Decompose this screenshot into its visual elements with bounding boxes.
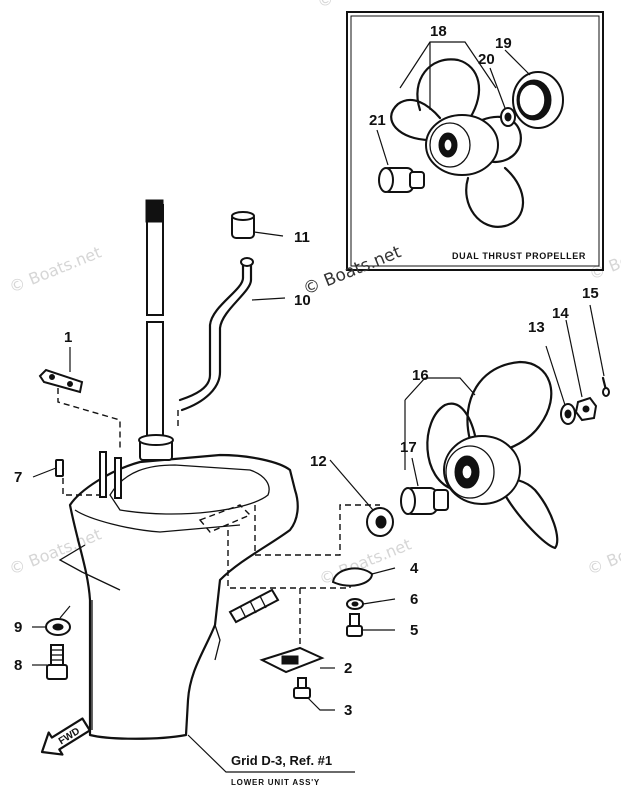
part-7-dowel-pin bbox=[55, 459, 64, 477]
dual-thrust-propeller-inset: 18 19 20 21 © Boats.net DUAL THRUST PROP… bbox=[300, 11, 604, 300]
callout-20: 20 bbox=[478, 51, 495, 68]
watermark: © Boats.net bbox=[584, 525, 621, 579]
part-8-bolt bbox=[46, 644, 68, 680]
callout-2: 2 bbox=[344, 660, 352, 677]
callout-8: 8 bbox=[14, 657, 22, 674]
part-12-thrust-washer bbox=[366, 507, 394, 537]
callout-7: 7 bbox=[14, 469, 22, 486]
part-15-cotter-pin bbox=[601, 376, 610, 397]
grid-reference-text: Grid D-3, Ref. #1 bbox=[231, 753, 332, 768]
part-14-nut bbox=[574, 396, 598, 422]
inset-frame bbox=[346, 11, 604, 271]
gearcase-deck-edge bbox=[74, 509, 241, 533]
watermark: © Boats.net bbox=[6, 243, 104, 297]
shift-rod-2 bbox=[114, 457, 122, 499]
propeller-shaft bbox=[228, 588, 280, 624]
gearcase-housing bbox=[68, 453, 299, 740]
callout-5: 5 bbox=[410, 622, 418, 639]
callout-18: 18 bbox=[430, 23, 447, 40]
inset-propeller-blade-left bbox=[390, 98, 442, 142]
part-11-grommet bbox=[231, 211, 255, 239]
watermark: © Boats.net bbox=[314, 0, 412, 12]
callout-16: 16 bbox=[412, 367, 429, 384]
part-6-washer bbox=[346, 598, 364, 610]
part-17-spacer bbox=[400, 487, 449, 515]
callout-13: 13 bbox=[528, 319, 545, 336]
gearcase-lip bbox=[109, 464, 270, 515]
inset-propeller-blade-bottom bbox=[465, 166, 525, 228]
inset-leaders bbox=[376, 41, 531, 166]
callout-3: 3 bbox=[344, 702, 352, 719]
inset-frame-inner bbox=[350, 15, 600, 267]
callout-12: 12 bbox=[310, 453, 327, 470]
callout-4: 4 bbox=[410, 560, 419, 577]
part-16-propeller bbox=[426, 360, 559, 550]
callout-1: 1 bbox=[64, 329, 72, 346]
inset-caption: DUAL THRUST PROPELLER bbox=[452, 251, 586, 261]
grid-reference: Grid D-3, Ref. #1 LOWER UNIT ASS'Y bbox=[187, 734, 355, 787]
inset-propeller-hub-inner bbox=[429, 122, 471, 168]
callout-10: 10 bbox=[294, 292, 311, 309]
water-tube bbox=[178, 260, 245, 402]
part-3-bolt bbox=[293, 677, 311, 699]
callout-14: 14 bbox=[552, 305, 569, 322]
forward-arrow: FWD bbox=[40, 717, 91, 756]
part-13-washer bbox=[560, 403, 576, 425]
anti-cavitation-plate bbox=[58, 544, 121, 591]
part-1-plate bbox=[38, 368, 84, 394]
inset-propeller-bore-center bbox=[443, 138, 453, 152]
inset-part-19-ring bbox=[512, 71, 564, 129]
inset-propeller-blade-top bbox=[416, 58, 480, 120]
drive-shaft-collar bbox=[138, 434, 174, 461]
gearcase-nose bbox=[214, 624, 221, 661]
callout-21: 21 bbox=[369, 112, 386, 129]
hidden-lines bbox=[57, 388, 380, 645]
callout-6: 6 bbox=[410, 591, 418, 608]
part-5-bolt bbox=[346, 613, 363, 637]
water-tube-top bbox=[240, 257, 254, 267]
callout-9: 9 bbox=[14, 619, 22, 636]
drive-shaft bbox=[145, 199, 164, 441]
callout-11: 11 bbox=[294, 229, 310, 246]
lower-unit-assembly: 1 2 3 4 5 6 7 8 9 10 11 12 13 14 15 16 1… bbox=[14, 199, 610, 740]
inset-part-21-spacer bbox=[378, 167, 425, 193]
assembly-label: LOWER UNIT ASS'Y bbox=[231, 778, 320, 787]
inset-part-20-washer bbox=[500, 107, 516, 127]
callout-15: 15 bbox=[582, 285, 599, 302]
callout-19: 19 bbox=[495, 35, 512, 52]
watermark: © Boats.net bbox=[6, 525, 104, 579]
inset-propeller-hub bbox=[425, 114, 499, 176]
callout-leaders bbox=[32, 231, 605, 711]
water-tube-edge bbox=[180, 260, 253, 412]
part-9-washer bbox=[45, 618, 71, 636]
callout-17: 17 bbox=[400, 439, 417, 456]
shift-rod bbox=[99, 451, 107, 498]
part-2-trim-tab bbox=[259, 646, 325, 674]
